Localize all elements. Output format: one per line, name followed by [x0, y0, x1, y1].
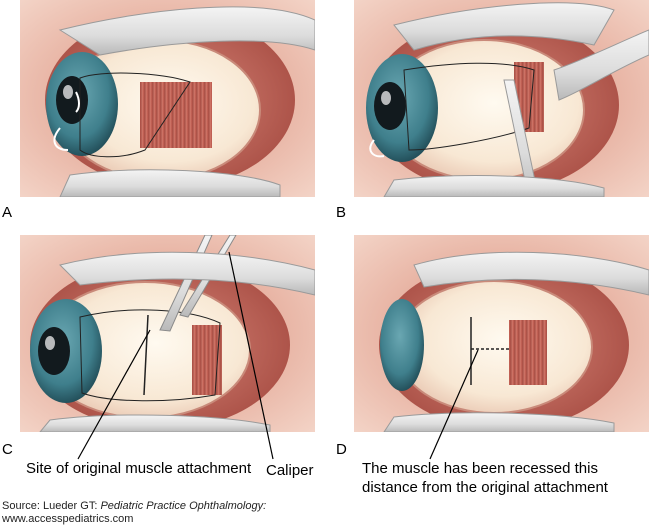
- panel-b-illustration: [354, 0, 649, 197]
- panel-label-a: A: [2, 204, 13, 221]
- site-leader-line: [77, 329, 151, 460]
- recess-leader-line: [429, 349, 479, 460]
- caliper-leader-line: [228, 251, 274, 460]
- panel-label-d: D: [336, 441, 347, 458]
- credit-prefix: Source: Lueder GT:: [2, 500, 101, 512]
- panel-d-illustration: [354, 235, 649, 432]
- credit-url: www.accesspediatrics.com: [2, 513, 134, 525]
- recess-annotation: The muscle has been recessed this distan…: [362, 460, 608, 496]
- panel-label-b: B: [336, 204, 347, 221]
- panel-label-c: C: [2, 441, 13, 458]
- source-credit: Source: Lueder GT: Pediatric Practice Op…: [2, 500, 266, 526]
- credit-book: Pediatric Practice Ophthalmology:: [100, 500, 267, 512]
- caliper-annotation: Caliper: [266, 462, 314, 479]
- panel-a-illustration: [20, 0, 315, 197]
- site-annotation: Site of original muscle attachment: [26, 460, 252, 477]
- panel-c-illustration: [20, 235, 315, 432]
